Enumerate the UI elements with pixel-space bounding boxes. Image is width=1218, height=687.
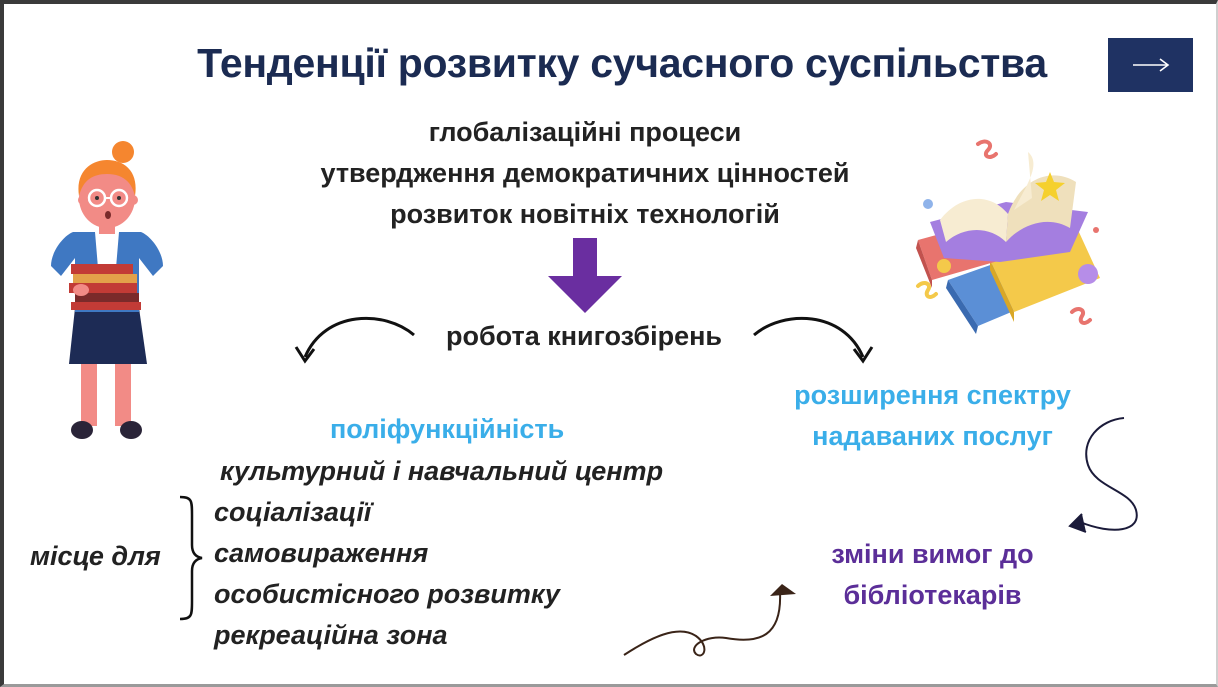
long-arrow-right-icon xyxy=(1132,58,1169,72)
squiggle-arrow-up-icon xyxy=(623,584,796,657)
result-line2: бібліотекарів xyxy=(843,580,1022,610)
list-item-socialization: соціалізації xyxy=(214,497,372,527)
slide-title: Тенденції розвитку сучасного суспільства xyxy=(197,40,1047,86)
curly-brace-icon xyxy=(179,495,203,621)
curved-arrow-left-icon xyxy=(294,317,415,364)
books-illustration xyxy=(916,139,1100,334)
recreation-zone: рекреаційна зона xyxy=(214,620,448,650)
down-arrow-icon xyxy=(548,238,622,313)
curved-arrow-right-icon xyxy=(753,317,874,364)
trend-globalization: глобалізаційні процеси xyxy=(428,117,742,147)
center-label: робота книгозбірень xyxy=(445,321,722,351)
result-line1: зміни вимог до xyxy=(831,539,1034,569)
squiggle-arrow-down-icon xyxy=(1068,417,1138,533)
brace-label: місце для xyxy=(30,541,161,571)
trend-new-technologies: розвиток новітніх технологій xyxy=(390,199,780,229)
librarian-illustration xyxy=(51,141,163,439)
left-branch-heading: поліфункційність xyxy=(330,414,565,444)
right-branch-heading-line2: надаваних послуг xyxy=(812,421,1053,451)
list-item-personal-development: особистісного розвитку xyxy=(214,579,560,609)
next-slide-button[interactable] xyxy=(1108,38,1193,92)
right-branch-heading-line1: розширення спектру xyxy=(794,380,1071,410)
list-item-self-expression: самовираження xyxy=(214,538,429,568)
trend-democratic-values: утвердження демократичних цінностей xyxy=(320,158,850,188)
left-branch-center-line: культурний і навчальний центр xyxy=(220,456,664,486)
